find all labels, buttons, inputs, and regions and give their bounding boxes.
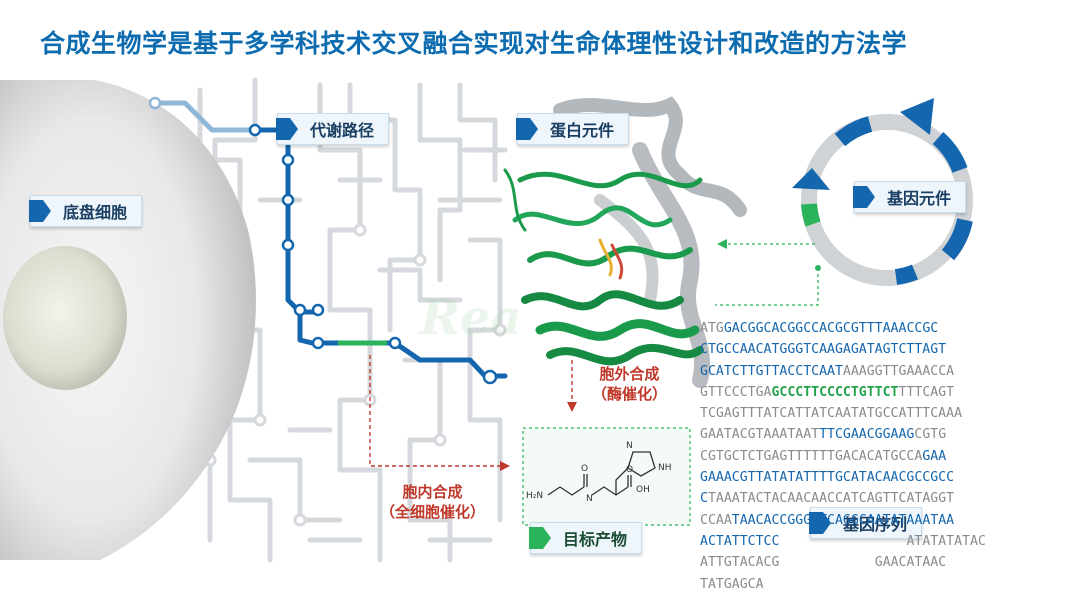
tag-gene-sequence-label: 基因序列: [843, 515, 908, 534]
flag-icon: [29, 196, 51, 226]
sequence-segment: GACGGCACGGCCACGCGTTTAAACCGC: [723, 321, 939, 336]
atom-oh: OH: [636, 485, 650, 495]
gene-connector-arrowhead: [717, 239, 727, 249]
pathway-nodes: [148, 96, 498, 385]
tag-gene-sequence: 基因序列: [809, 507, 923, 539]
sequence-segment: TAACACCGGGTTCAGGCAATATAAATAA: [731, 512, 955, 528]
sequence-line: CTGCCAACATGGGTCAAGAGATAGTCTTAGT: [700, 339, 1060, 360]
sequence-segment: TTCGAACGGAAG: [819, 427, 915, 443]
intracellular-arrow: [369, 355, 500, 467]
sequence-segment: TCGAGTTTATCATTATCAATATGCCATTTCAAA: [700, 406, 963, 422]
tag-chassis-cell: 底盘细胞: [29, 195, 143, 227]
extracellular-synthesis-label: 胞外合成 （酶催化）: [592, 364, 667, 404]
sequence-segment: [779, 555, 874, 570]
sequence-segment: GAA: [922, 448, 947, 464]
sequence-segment: GCCCTTCCCCTGTTCT: [771, 384, 899, 400]
atom-nh2: H₂N: [526, 491, 543, 501]
gene-sequence-text: ATGGACGGCACGGCCACGCGTTTAAACCGC CTGCCAACAT…: [700, 318, 1060, 595]
atom-ring-nh: NH: [658, 463, 672, 473]
intracellular-line1: 胞内合成: [402, 483, 463, 501]
tag-target-product: 目标产物: [529, 522, 643, 554]
atom-o2: O: [626, 465, 633, 475]
tag-target-product-label: 目标产物: [563, 530, 628, 549]
gene-connector: [715, 243, 819, 306]
sequence-line: ACTATTCTCC ATATATATAC: [700, 531, 1060, 552]
protein-structure: [503, 96, 747, 388]
tag-chassis-cell-label: 底盘细胞: [63, 203, 128, 222]
sequence-line: ATTGTACACG GAACATAAC: [700, 552, 1060, 573]
sequence-segment: GAACATAAC: [874, 555, 947, 571]
sequence-segment: [779, 534, 906, 549]
flag-icon: [853, 182, 875, 212]
sequence-segment: GAAACGTTATATATTTTGCATACAACGCCGCC: [700, 470, 955, 486]
molecule-structure: [547, 451, 656, 496]
sequence-segment: CGTGCTCTGAGTTTTTTGACACATGCCA: [700, 448, 923, 464]
tag-protein-element-label: 蛋白元件: [550, 121, 615, 140]
plasmid-arrow-top: [900, 98, 934, 135]
sequence-line: TCGAGTTTATCATTATCAATATGCCATTTCAAA: [700, 403, 1060, 424]
atom-o1: O: [581, 464, 588, 474]
sequence-segment: GCATCTTGTTACCTCAAT: [700, 363, 843, 379]
tag-gene-element: 基因元件: [853, 181, 967, 213]
tag-metabolic-pathway: 代谢路径: [276, 113, 390, 145]
tag-gene-element-label: 基因元件: [887, 189, 952, 208]
target-product-box: [522, 427, 691, 526]
sequence-segment: C: [700, 491, 708, 507]
sequence-line: CTAAATACTACAACAACCATCAGTTCATAGGT: [700, 488, 1060, 509]
page-title: 合成生物学是基于多学科技术交叉融合实现对生命体理性设计和改造的方法学: [40, 29, 908, 58]
sequence-line: GAAACGTTATATATTTTGCATACAACGCCGCC: [700, 467, 1060, 488]
sequence-segment: GTTCCCTGA: [700, 384, 772, 400]
sequence-segment: CTGCCAACATGGGTCAAGAGATAGTCTTAGT: [700, 342, 947, 358]
flag-icon: [529, 523, 551, 553]
extracellular-arrowhead: [567, 402, 577, 412]
sequence-segment: TATGAGCA: [700, 576, 764, 592]
flag-icon: [276, 114, 298, 144]
sequence-line: GTTCCCTGAGCCCTTCCCCTGTTCTTTTCAGT: [700, 382, 1060, 403]
sequence-segment: ACTATTCTCC: [700, 533, 780, 549]
sequence-segment: TAAATACTACAACAACCATCAGTTCATAGGT: [707, 491, 955, 507]
sequence-segment: AAAGGTTGAAACCA: [842, 363, 955, 379]
atom-nh: N: [586, 494, 593, 504]
sequence-line: CGTGCTCTGAGTTTTTTGACACATGCCAGAA: [700, 446, 1060, 467]
watermark: Rea: [420, 290, 522, 346]
extracellular-line1: 胞外合成: [599, 365, 660, 383]
atom-ring-n: N: [626, 441, 633, 451]
sequence-line: GCATCTTGTTACCTCAATAAAGGTTGAAACCA: [700, 361, 1060, 382]
sequence-segment: ATATATATAC: [906, 533, 986, 549]
intracellular-arrowhead: [500, 461, 510, 471]
sequence-segment: CCAA: [700, 512, 732, 528]
sequence-segment: GAATACGTAAATAAT: [700, 427, 820, 443]
sequence-segment: CGTG: [914, 427, 947, 443]
cell-nucleus: [3, 246, 127, 390]
sequence-segment: TTTCAGT: [898, 384, 955, 400]
gene-connector-dot: [815, 265, 821, 271]
sequence-line: CCAATAACACCGGGTTCAGGCAATATAAATAA: [700, 510, 1060, 531]
sequence-line: ATGGACGGCACGGCCACGCGTTTAAACCGC: [700, 318, 1060, 339]
intracellular-line2: （全细胞催化）: [380, 503, 486, 521]
flag-icon: [809, 508, 831, 538]
sequence-line: TATGAGCA: [700, 574, 1060, 595]
tag-protein-element: 蛋白元件: [516, 113, 630, 145]
intracellular-synthesis-label: 胞内合成 （全细胞催化）: [380, 482, 485, 522]
flag-icon: [516, 114, 538, 144]
plasmid-arrow-left: [792, 168, 830, 190]
tag-metabolic-pathway-label: 代谢路径: [310, 121, 375, 140]
sequence-segment: ATG: [700, 321, 724, 336]
sequence-line: GAATACGTAAATAATTTCGAACGGAAGCGTG: [700, 424, 1060, 445]
sequence-segment: ATTGTACACG: [700, 555, 780, 571]
extracellular-line2: （酶催化）: [592, 385, 668, 403]
